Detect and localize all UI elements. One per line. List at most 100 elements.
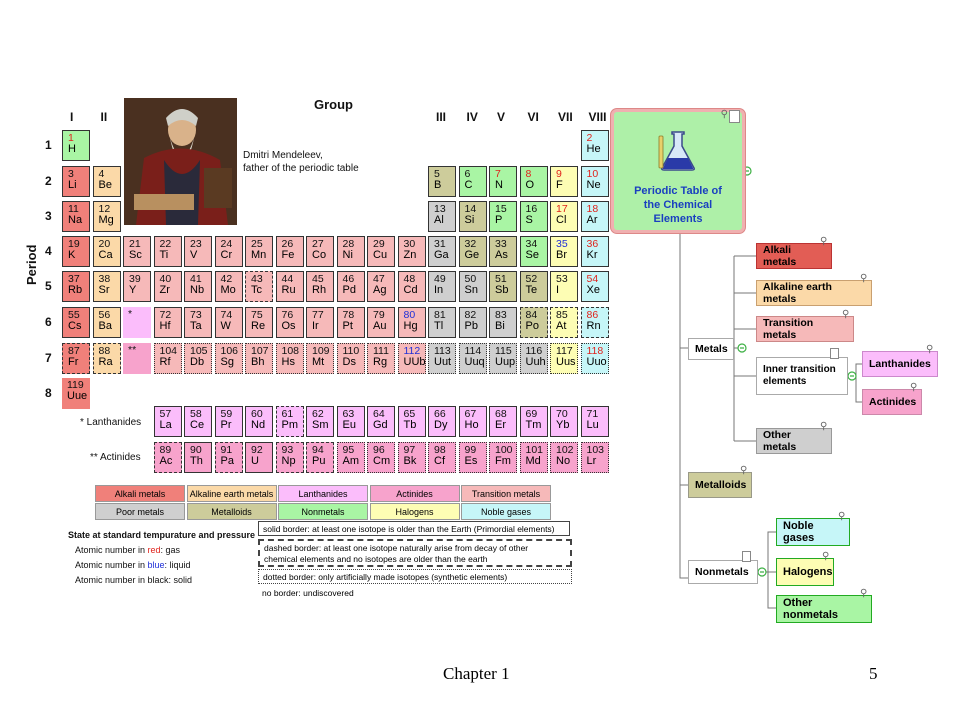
node-alkaline-earth-metals[interactable]: Alkaline earth metals xyxy=(756,280,872,306)
node-metals[interactable]: Metals xyxy=(688,338,734,360)
element-cell[interactable]: * xyxy=(123,307,151,338)
link-icon[interactable]: ⚲ xyxy=(820,421,828,432)
link-icon[interactable]: ⚲ xyxy=(842,309,850,320)
inner-collapse-toggle[interactable] xyxy=(847,371,857,381)
node-lanthanides[interactable]: Lanthanides xyxy=(862,351,938,377)
nonmetals-collapse-toggle[interactable] xyxy=(757,567,767,577)
link-icon[interactable]: ⚲ xyxy=(860,588,868,599)
node-nonmetals[interactable]: Nonmetals xyxy=(688,560,758,584)
link-icon[interactable]: ⚲ xyxy=(860,273,868,284)
node-other-nonmetals[interactable]: Other nonmetals xyxy=(776,595,872,623)
link-icon[interactable]: ⚲ xyxy=(926,344,934,355)
node-other-metals[interactable]: Other metals xyxy=(756,428,832,454)
element-cell[interactable]: ** xyxy=(123,343,151,374)
note-icon[interactable] xyxy=(830,348,839,359)
metals-collapse-toggle[interactable] xyxy=(737,343,747,353)
link-icon[interactable]: ⚲ xyxy=(910,382,918,393)
link-icon[interactable]: ⚲ xyxy=(740,465,748,476)
node-noble-gases[interactable]: Noble gases xyxy=(776,518,850,546)
node-metalloids[interactable]: Metalloids xyxy=(688,472,752,498)
central-topic[interactable]: Periodic Table of the Chemical Elements … xyxy=(611,109,745,233)
